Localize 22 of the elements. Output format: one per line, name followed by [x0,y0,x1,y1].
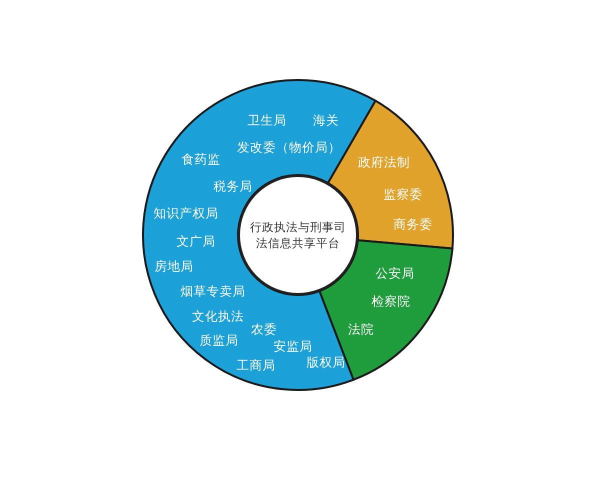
agency-label: 发改委（物价局） [237,140,341,156]
agency-label: 农委 [251,322,277,338]
agency-label: 监察委 [384,186,422,204]
agency-label: 知识产权局 [154,206,218,222]
agency-label: 税务局 [214,178,252,196]
agency-label: 食药监 [182,152,220,168]
agency-label: 海关 [313,112,339,130]
agency-label: 安监局 [274,338,312,356]
agency-label: 检察院 [372,294,410,310]
agency-label: 版权局 [306,354,346,372]
agency-label: 烟草专卖局 [180,284,246,300]
agency-label: 商务委 [394,216,432,234]
agency-label: 房地局 [154,258,194,276]
agency-label: 工商局 [236,358,276,374]
agency-label: 公安局 [376,266,414,282]
agency-label: 政府法制 [358,154,410,172]
agency-label: 质监局 [200,332,238,350]
agency-label: 卫生局 [248,112,286,130]
center-label: 行政执法与刑事司法信息共享平台 [249,218,347,252]
agency-label: 文化执法 [192,308,244,326]
agency-label: 文广局 [176,234,216,250]
agency-label: 法院 [348,322,374,338]
